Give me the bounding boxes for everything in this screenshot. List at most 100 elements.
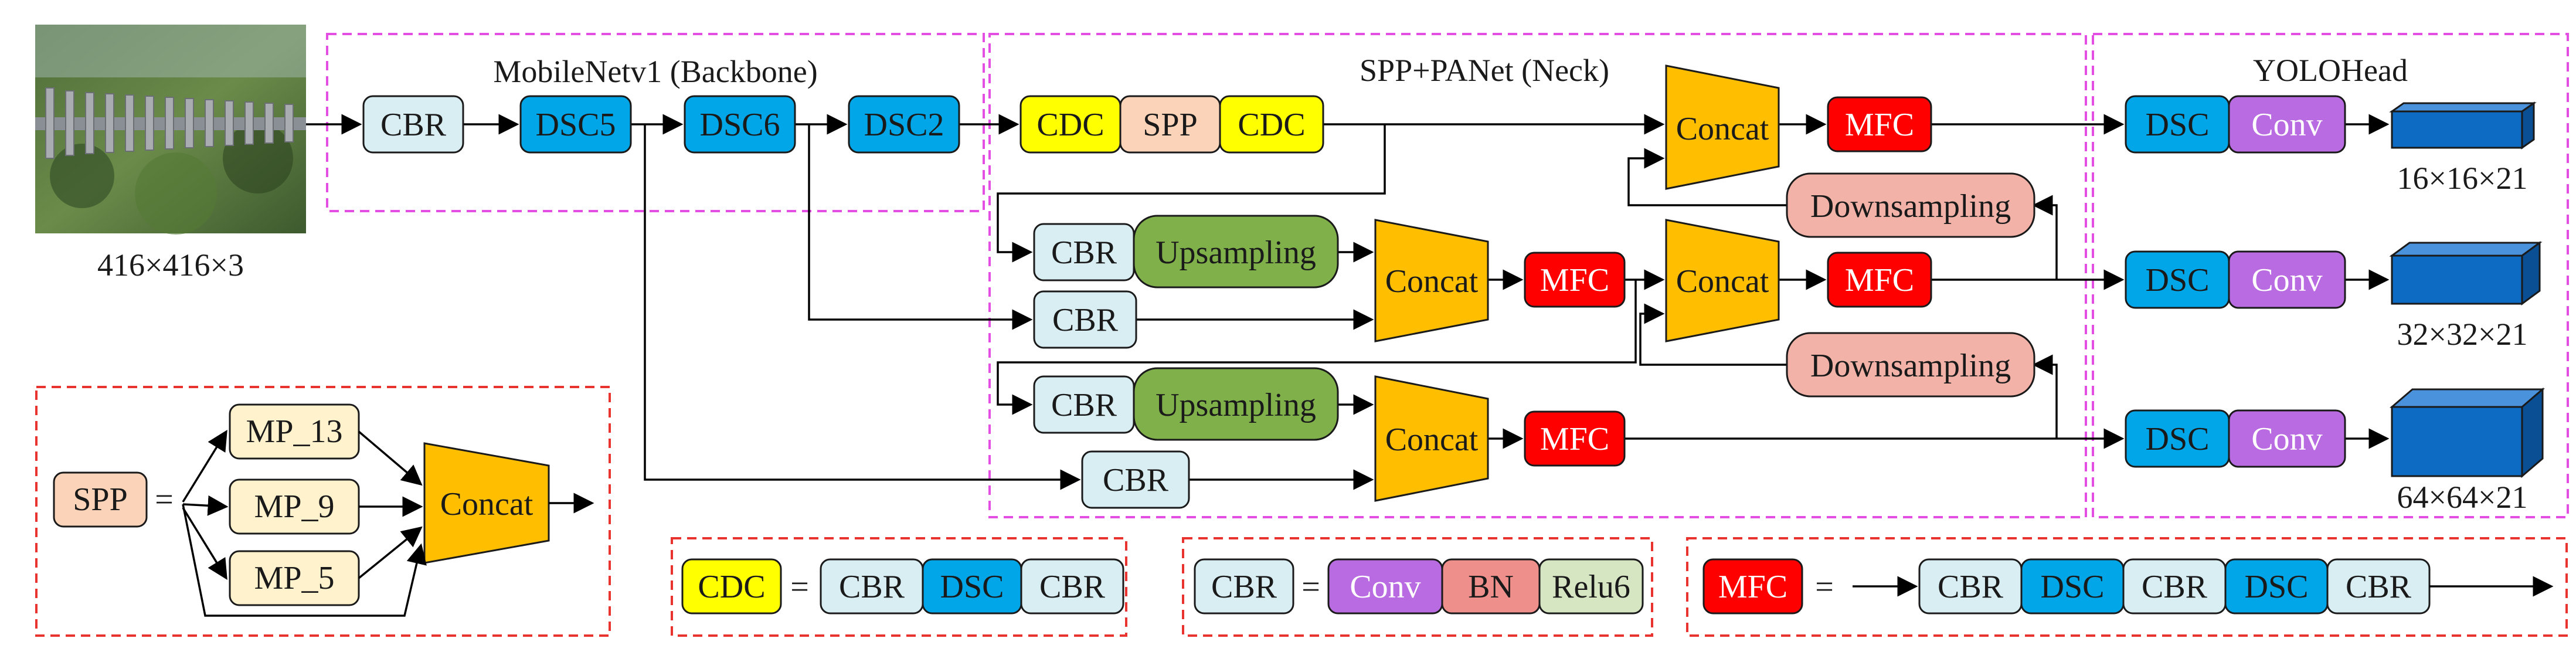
neck-title: SPP+PANet (Neck) bbox=[1360, 53, 1609, 88]
neck-cbr-bottom-label: CBR bbox=[1103, 462, 1169, 498]
spp-legend: SPP = MP_13 MP_9 MP_5 Concat bbox=[53, 403, 594, 617]
neck-concat-bottom-block: Concat bbox=[1374, 375, 1489, 502]
cbr-legend-frame bbox=[1182, 537, 1653, 637]
output-size-16: 16×16×21 bbox=[2397, 161, 2528, 196]
backbone-title: MobileNetv1 (Backbone) bbox=[493, 54, 817, 89]
neck-cdc-right-label: CDC bbox=[1238, 107, 1305, 143]
neck-upsampling-lower-block: Upsampling bbox=[1133, 367, 1339, 441]
neck-concat-middle-left-label: Concat bbox=[1385, 263, 1479, 300]
neck-mfc-bottom-label: MFC bbox=[1540, 421, 1609, 457]
neck-concat-bottom-label: Concat bbox=[1385, 422, 1479, 458]
output-cube-large bbox=[2389, 387, 2546, 478]
output-size-64: 64×64×21 bbox=[2397, 480, 2528, 515]
neck-concat-middle-right-block: Concat bbox=[1665, 219, 1780, 342]
neck-upsampling-lower-label: Upsampling bbox=[1156, 387, 1316, 423]
head-conv-1-label: Conv bbox=[2251, 107, 2322, 143]
legend-cdc-equals: = bbox=[790, 569, 809, 605]
neck-cbr-lower-block: CBR bbox=[1033, 375, 1135, 434]
output-size-32: 32×32×21 bbox=[2397, 317, 2528, 352]
neck-cbr-bottom-block: CBR bbox=[1081, 450, 1190, 509]
neck-mfc-middle-left-block: MFC bbox=[1524, 252, 1626, 308]
head-row-2: DSC Conv bbox=[2125, 250, 2346, 309]
legend-mfc-dsc1-label: DSC bbox=[2041, 569, 2105, 605]
legend-mfc-dsc2-label: DSC bbox=[2245, 569, 2309, 605]
head-row-3: DSC Conv bbox=[2125, 409, 2346, 468]
neck-concat-middle-left-block: Concat bbox=[1374, 219, 1489, 342]
legend-mfc-label: MFC bbox=[1718, 569, 1787, 605]
legend-spp-equals: = bbox=[155, 481, 174, 518]
neck-mfc-top-label: MFC bbox=[1845, 107, 1914, 143]
neck-mfc-middle-right-label: MFC bbox=[1845, 262, 1914, 298]
legend-cdc-cbr1-label: CBR bbox=[839, 569, 905, 605]
neck-upsampling-upper-label: Upsampling bbox=[1156, 235, 1316, 271]
head-title: YOLOHead bbox=[2253, 53, 2408, 88]
legend-mp9-label: MP_9 bbox=[254, 488, 335, 525]
legend-mfc-cbr3-label: CBR bbox=[2346, 569, 2412, 605]
backbone-frame bbox=[326, 33, 985, 212]
neck-mfc-bottom-block: MFC bbox=[1524, 410, 1626, 467]
legend-spp-label: SPP bbox=[73, 481, 127, 518]
head-conv-2-label: Conv bbox=[2251, 262, 2322, 298]
neck-downsampling-lower-block: Downsampling bbox=[1786, 332, 2035, 398]
neck-spp-block: SPP bbox=[1119, 95, 1221, 154]
neck-frame bbox=[988, 33, 2087, 518]
input-image bbox=[35, 25, 306, 235]
cdc-legend-frame bbox=[671, 537, 1127, 637]
backbone-cbr-label: CBR bbox=[380, 107, 447, 143]
neck-cbr-upper-block: CBR bbox=[1033, 223, 1135, 281]
legend-mp13-label: MP_13 bbox=[246, 413, 343, 450]
neck-concat-top-block: Concat bbox=[1665, 64, 1780, 190]
neck-cbr-middle-label: CBR bbox=[1052, 302, 1119, 338]
neck-mfc-middle-right-block: MFC bbox=[1827, 252, 1932, 308]
neck-cdc-left-label: CDC bbox=[1036, 107, 1104, 143]
backbone-dsc2-label: DSC2 bbox=[864, 107, 944, 143]
legend-cbr-label: CBR bbox=[1211, 569, 1277, 605]
output-cube-small bbox=[2389, 101, 2537, 150]
head-dsc-2-label: DSC bbox=[2146, 262, 2210, 298]
head-conv-3-label: Conv bbox=[2251, 421, 2322, 457]
legend-mfc-cbr2-label: CBR bbox=[2142, 569, 2208, 605]
neck-spp-label: SPP bbox=[1143, 107, 1197, 143]
legend-mfc-equals: = bbox=[1815, 569, 1834, 605]
legend-cdc-dsc-label: DSC bbox=[940, 569, 1004, 605]
cbr-legend: CBR = Conv BN Relu6 bbox=[1194, 558, 1644, 615]
output-cube-medium bbox=[2389, 241, 2543, 305]
cdc-legend: CDC = CBR DSC CBR bbox=[681, 558, 1124, 615]
legend-cdc-label: CDC bbox=[698, 569, 765, 605]
head-frame bbox=[2092, 33, 2569, 518]
head-dsc-3-label: DSC bbox=[2146, 421, 2210, 457]
neck-cbr-middle-block: CBR bbox=[1033, 290, 1137, 349]
neck-upsampling-upper-block: Upsampling bbox=[1133, 215, 1339, 288]
backbone-cbr-block: CBR bbox=[362, 95, 464, 154]
legend-cdc-cbr2-label: CBR bbox=[1039, 569, 1106, 605]
legend-cbr-conv-label: Conv bbox=[1350, 569, 1420, 605]
neck-concat-middle-right-label: Concat bbox=[1676, 263, 1769, 300]
mfc-legend: MFC = CBR DSC CBR DSC CBR bbox=[1702, 558, 2554, 615]
head-row-1: DSC Conv bbox=[2125, 95, 2346, 154]
legend-cbr-relu-label: Relu6 bbox=[1552, 569, 1630, 605]
neck-cbr-upper-label: CBR bbox=[1051, 235, 1117, 271]
neck-mfc-middle-left-label: MFC bbox=[1540, 262, 1609, 298]
backbone-dsc6-block: DSC6 bbox=[684, 95, 796, 154]
neck-cbr-lower-label: CBR bbox=[1051, 387, 1117, 423]
neck-cdc-left-block: CDC bbox=[1019, 95, 1122, 154]
legend-spp-concat-label: Concat bbox=[440, 486, 533, 522]
neck-downsampling-upper-block: Downsampling bbox=[1786, 172, 2035, 238]
backbone-dsc2-block: DSC2 bbox=[848, 95, 960, 154]
neck-mfc-top-block: MFC bbox=[1827, 96, 1932, 152]
backbone-dsc5-block: DSC5 bbox=[519, 95, 632, 154]
input-size-label: 416×416×3 bbox=[97, 247, 244, 283]
legend-mfc-cbr1-label: CBR bbox=[1938, 569, 2004, 605]
head-dsc-1-label: DSC bbox=[2146, 107, 2210, 143]
neck-cdc-right-block: CDC bbox=[1219, 95, 1324, 154]
neck-downsampling-upper-label: Downsampling bbox=[1810, 188, 2011, 225]
neck-downsampling-lower-label: Downsampling bbox=[1810, 348, 2011, 384]
legend-cbr-bn-label: BN bbox=[1468, 569, 1514, 605]
neck-concat-top-label: Concat bbox=[1676, 111, 1769, 147]
legend-cbr-equals: = bbox=[1301, 569, 1320, 605]
connections bbox=[306, 114, 2390, 490]
backbone-dsc5-label: DSC5 bbox=[536, 107, 616, 143]
legend-mp5-label: MP_5 bbox=[254, 560, 335, 596]
backbone-dsc6-label: DSC6 bbox=[700, 107, 780, 143]
